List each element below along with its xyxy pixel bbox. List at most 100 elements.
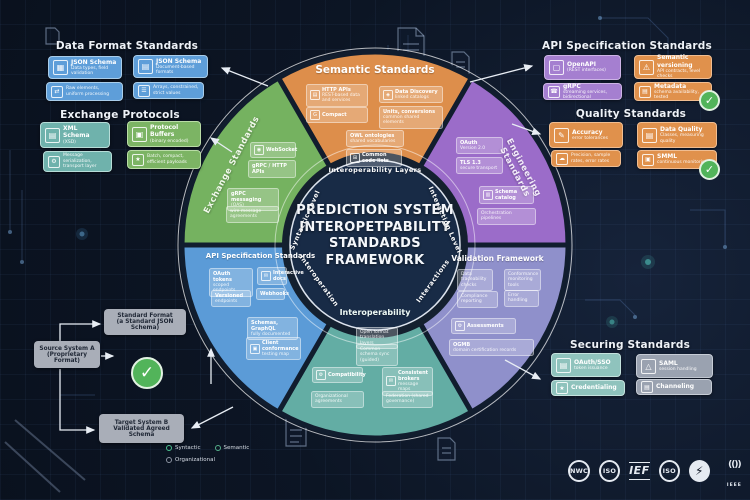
standards-logos: NWC ISO IEF ISO ⚡ (()) IEEE — [568, 452, 750, 490]
callout-box: ★Batch, compact, efficient payloads — [127, 150, 201, 169]
title-line: INTEROPETPABILITY — [299, 219, 451, 235]
box-icon: ⊞ — [350, 153, 360, 163]
box-title: TLS 1.3 — [460, 160, 481, 166]
legend-item: Semantic — [214, 445, 249, 451]
wheel-mini-box: Compliance reporting — [457, 291, 498, 308]
wheel-mini-box: gRPC messaging(OAS) — [227, 188, 279, 212]
box-desc: Error handling — [508, 293, 528, 304]
box-title: SMML — [657, 153, 678, 161]
box-title: Compatibility — [328, 372, 366, 378]
document-icon: ▤ — [639, 85, 651, 98]
box-title: gRPC — [563, 82, 581, 90]
ring-label-top: Interoperability Layers — [328, 166, 422, 174]
flow-sublabel: (a Standard JSON Schema) — [116, 319, 174, 331]
printer-icon: ▣ — [132, 126, 147, 142]
box-title: Common code lists — [362, 152, 389, 164]
ieee-mark: (()) — [728, 460, 741, 470]
box-title: JSON Schema — [71, 58, 117, 66]
box-title: JSON Schema — [156, 57, 202, 65]
box-desc: fully documented — [251, 332, 291, 337]
callout-box: ▤XML Schema(XSD) — [40, 122, 110, 148]
box-icon: G — [310, 110, 320, 120]
wheel-mini-box: Conformance monitoring tools — [504, 269, 541, 292]
book-icon: ▤ — [641, 381, 653, 393]
flow-label: Target System B — [114, 419, 169, 426]
wheel-mini-box: wire message agreements — [226, 206, 279, 223]
wheel-mini-box: ⚙Compatibility — [312, 367, 366, 383]
swap-icon: ⇄ — [51, 85, 63, 98]
callout-box: ▤Channeling — [636, 379, 712, 395]
wheel-mini-box: Federation (shared governance) — [382, 391, 433, 408]
box-title: OpenAPI — [567, 61, 597, 69]
box-desc: Organizational agreements — [315, 394, 348, 405]
document-icon — [437, 437, 456, 461]
cloud-icon: ☁ — [556, 152, 568, 165]
box-desc: Data types, field validation — [71, 65, 109, 77]
box-title: OAuth — [460, 140, 478, 146]
bolt-logo-icon: ⚡ — [688, 460, 710, 482]
box-desc: Version 2.0 — [460, 146, 486, 151]
box-title: Channeling — [656, 383, 695, 391]
wheel-mini-box: Webhooks — [256, 288, 289, 300]
hub-circle — [289, 159, 461, 331]
box-desc: wire message agreements — [230, 209, 262, 220]
box-desc: schema availability, tested — [654, 89, 699, 101]
document-icon: ▤ — [642, 127, 657, 143]
check-badge: ✓ — [699, 90, 720, 111]
box-icon: ◉ — [254, 145, 264, 155]
box-title: Data Quality — [660, 126, 703, 134]
box-desc: Document-based formats — [156, 64, 195, 76]
box-title: SAML — [659, 359, 678, 367]
segment-heading-validation: Validation Framework — [451, 254, 544, 263]
check-badge-large: ✓ — [131, 357, 163, 389]
wheel-mini-box: ⊞Common code lists — [346, 149, 402, 167]
box-title: Compact — [322, 112, 347, 118]
segment-heading-interop: Interoperability — [339, 308, 411, 317]
box-desc: common shared elements — [383, 115, 420, 126]
box-desc: session handling — [659, 366, 697, 372]
box-title: Versioned — [215, 293, 244, 299]
box-desc: (XSD) — [63, 139, 76, 145]
box-desc: Precision, sample rates, error rates — [571, 153, 611, 164]
box-title: OGMB — [453, 342, 471, 348]
circuit-traces — [9, 17, 726, 396]
wheel-mini-box: ◉WebSocket — [250, 142, 297, 158]
badge-icon: ▣ — [642, 153, 654, 166]
legend: Syntactic Semantic Organizational — [166, 445, 249, 469]
ieee-label: IEEE — [726, 483, 742, 488]
section-heading-api-spec: API Specification Standards — [542, 40, 712, 52]
box-desc: testing map — [262, 352, 290, 357]
flow-label: Source System A — [39, 345, 95, 352]
wheel-mini-box: gRPC / HTTP APIs — [248, 160, 296, 178]
callout-box: ☁Precision, sample rates, error rates — [551, 150, 621, 167]
title-line: FRAMEWORK — [325, 252, 425, 268]
connector-arrows — [59, 64, 542, 434]
section-heading-exchange-protocols: Exchange Protocols — [60, 109, 180, 121]
box-icon: ▤ — [310, 90, 320, 101]
list-icon: ☰ — [138, 84, 150, 97]
flow-sublabel: (Proprietary Format) — [47, 351, 87, 364]
wheel-mini-box: Data traceability checks — [457, 269, 493, 292]
wheel-mini-box: Open format translation layers — [356, 327, 398, 350]
legend-dot-icon — [166, 445, 172, 451]
box-desc: (REST interfaces) — [567, 68, 606, 74]
box-title: Webhooks — [260, 291, 290, 297]
box-title: XML Schema — [63, 125, 90, 140]
check-badge: ✓ — [699, 159, 720, 180]
box-title: gRPC messaging — [231, 191, 262, 203]
box-desc: Classes, measuring quality — [660, 133, 704, 144]
box-desc: Common schema sync (guided) — [360, 347, 390, 363]
box-title: Schema catalog — [495, 189, 518, 201]
box-desc: Raw elements, uniform processing — [66, 86, 110, 97]
box-title: Consistent brokers — [398, 370, 429, 382]
